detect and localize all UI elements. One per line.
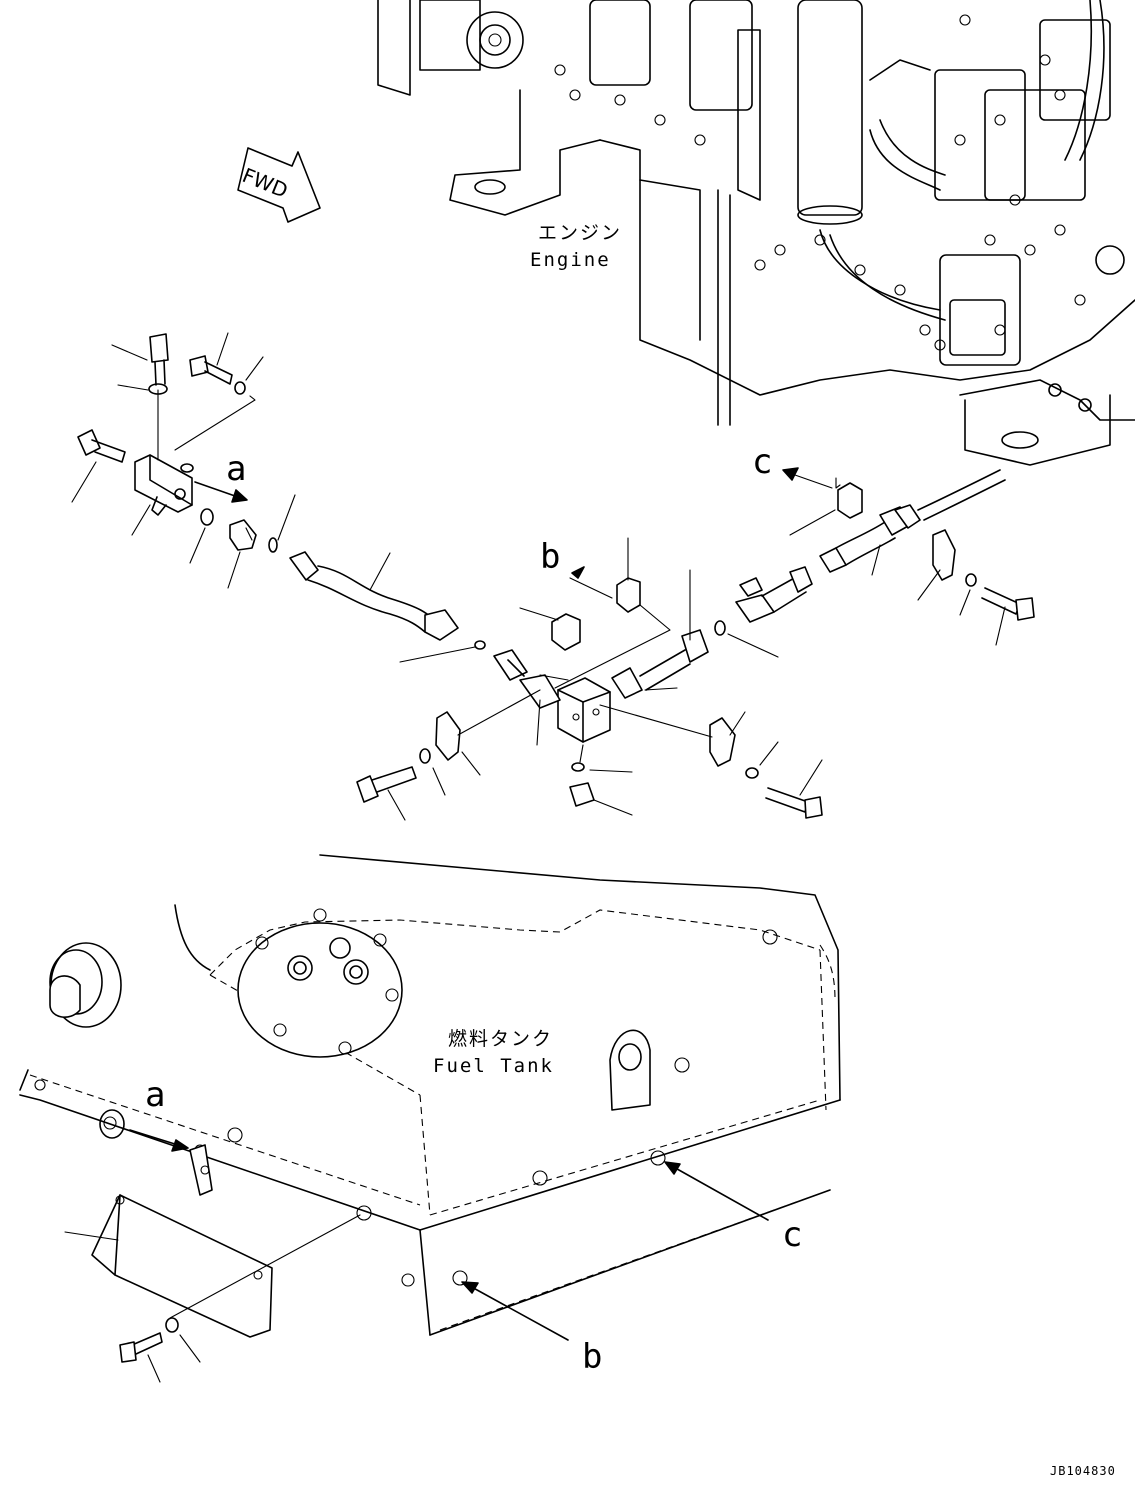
view-ref-a-bottom: a: [145, 1075, 166, 1115]
view-ref-c-bottom: c: [782, 1215, 803, 1255]
view-ref-b-bottom: b: [582, 1337, 603, 1377]
view-ref-b-top: b: [540, 537, 561, 577]
engine-label-ja: エンジン: [538, 222, 623, 244]
hose-left: [289, 551, 486, 663]
view-ref-c-top: c: [752, 442, 773, 482]
fuel-tank-label-en: Fuel Tank: [433, 1055, 554, 1077]
engine-label-en: Engine: [530, 249, 611, 271]
view-ref-a-top: a: [226, 449, 247, 489]
hose-right: [714, 467, 1035, 658]
bracket-assembly-left: [71, 332, 296, 589]
fuel-tank: [19, 854, 841, 1383]
fuel-tank-label-ja: 燃料タンク: [448, 1028, 554, 1050]
engine-assembly: [377, 0, 1135, 466]
drawing-number: JB104830: [1050, 1464, 1116, 1478]
manifold-block: [356, 537, 823, 821]
fwd-arrow-icon: [237, 147, 321, 223]
